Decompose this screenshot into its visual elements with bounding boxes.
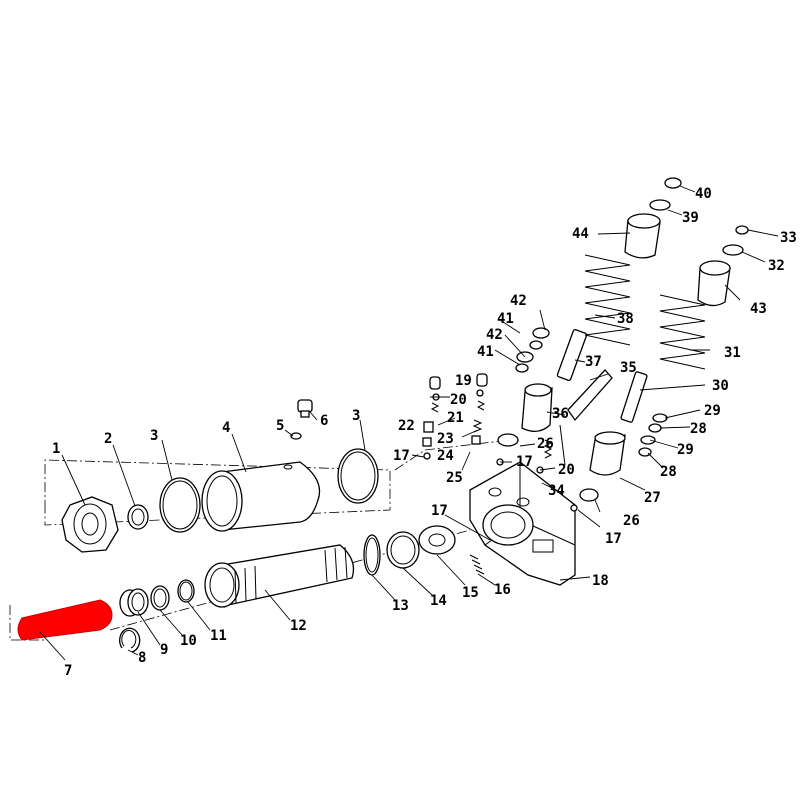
part-10-seal [150,585,170,611]
label-part-43: 43 [750,301,767,317]
label-part-27: 27 [644,490,661,506]
label-part-7: 7 [64,663,72,679]
label-part-42-b: 42 [486,327,503,343]
label-part-28-b: 28 [660,464,677,480]
label-part-3-b: 3 [352,408,360,424]
label-part-10: 10 [180,633,197,649]
part-41-42-washers [515,327,550,373]
part-33-clip [735,225,749,235]
part-9-bushing [119,588,149,617]
part-24-valve [422,435,481,447]
part-13-oring [363,534,381,576]
label-part-16: 16 [494,582,511,598]
part-19-plug-screws [429,373,488,390]
part-36-pump-barrel [521,383,553,432]
part-22-seat [423,421,434,433]
label-part-6: 6 [320,413,328,429]
part-28-29-seals [638,413,668,457]
label-part-35: 35 [620,360,637,376]
label-part-33: 33 [780,230,797,246]
label-part-44: 44 [572,226,589,242]
label-part-42-a: 42 [510,293,527,309]
part-1-gland-nut [61,496,119,553]
part-32-washer [722,244,744,256]
label-part-2: 2 [104,431,112,447]
label-part-39: 39 [682,210,699,226]
part-30-plunger [620,371,648,423]
part-21-springs [430,400,486,413]
part-27-pump-barrel [589,431,626,476]
label-part-1: 1 [52,441,60,457]
part-26-washers [497,433,599,502]
label-part-21: 21 [447,410,464,426]
part-14-backup-ring [386,531,420,569]
label-part-18: 18 [592,573,609,589]
part-7-ram-highlighted [17,599,113,641]
part-44-top-cap [624,213,661,259]
label-part-12: 12 [290,618,307,634]
label-part-17-c: 17 [516,454,533,470]
part-2-ring [127,504,149,530]
label-part-13: 13 [392,598,409,614]
part-3-oring-right [337,448,379,504]
part-12-threaded-piston [204,544,355,608]
part-35-link-plunger [559,369,613,466]
part-15-washer [418,525,456,555]
label-part-24: 24 [437,448,454,464]
label-part-17-a: 17 [431,503,448,519]
label-part-41-b: 41 [477,344,494,360]
label-part-36: 36 [552,406,569,422]
part-4-cylinder-tube [201,461,321,532]
part-8-snap-ring [119,627,141,653]
label-part-8: 8 [138,650,146,666]
label-part-20-a: 20 [450,392,467,408]
part-39-washer [649,199,671,211]
label-part-26-b: 26 [623,513,640,529]
part-31-spring [659,294,706,370]
label-part-29-b: 29 [677,442,694,458]
label-part-31: 31 [724,345,741,361]
part-6-fill-screw [297,399,313,418]
label-part-17-d: 17 [605,531,622,547]
label-part-22: 22 [398,418,415,434]
label-part-32: 32 [768,258,785,274]
part-3-oring-left [159,477,201,533]
label-part-30: 30 [712,378,729,394]
part-34-spring [543,439,553,459]
part-23-spring [472,419,483,433]
label-part-20-b: 20 [558,462,575,478]
label-part-15: 15 [462,585,479,601]
part-5-small-washer [290,432,302,440]
label-part-23: 23 [437,431,454,447]
label-part-11: 11 [210,628,227,644]
label-part-29-a: 29 [704,403,721,419]
label-part-5: 5 [276,418,284,434]
label-part-26-a: 26 [537,436,554,452]
part-40-clip [664,177,682,189]
part-37-plunger [556,329,588,381]
part-17-small-plugs [423,452,578,512]
leader-lines [39,185,779,661]
part-labels: 1 2 3 4 5 6 3 7 8 9 10 11 12 13 14 15 16… [52,186,797,679]
part-18-base-block [469,461,576,586]
label-part-38: 38 [617,311,634,327]
label-part-17-b: 17 [393,448,410,464]
label-part-9: 9 [160,642,168,658]
label-part-25: 25 [446,470,463,486]
label-part-3: 3 [150,428,158,444]
label-part-37: 37 [585,354,602,370]
label-part-14: 14 [430,593,447,609]
label-part-34: 34 [548,483,565,499]
label-part-28-a: 28 [690,421,707,437]
label-part-4: 4 [222,420,230,436]
part-38-spring [584,254,631,346]
part-16-dowels [469,554,485,575]
part-43-cap [697,260,731,307]
label-part-40: 40 [695,186,712,202]
part-11-oring [177,579,195,603]
label-part-41-a: 41 [497,311,514,327]
label-part-19: 19 [455,373,472,389]
